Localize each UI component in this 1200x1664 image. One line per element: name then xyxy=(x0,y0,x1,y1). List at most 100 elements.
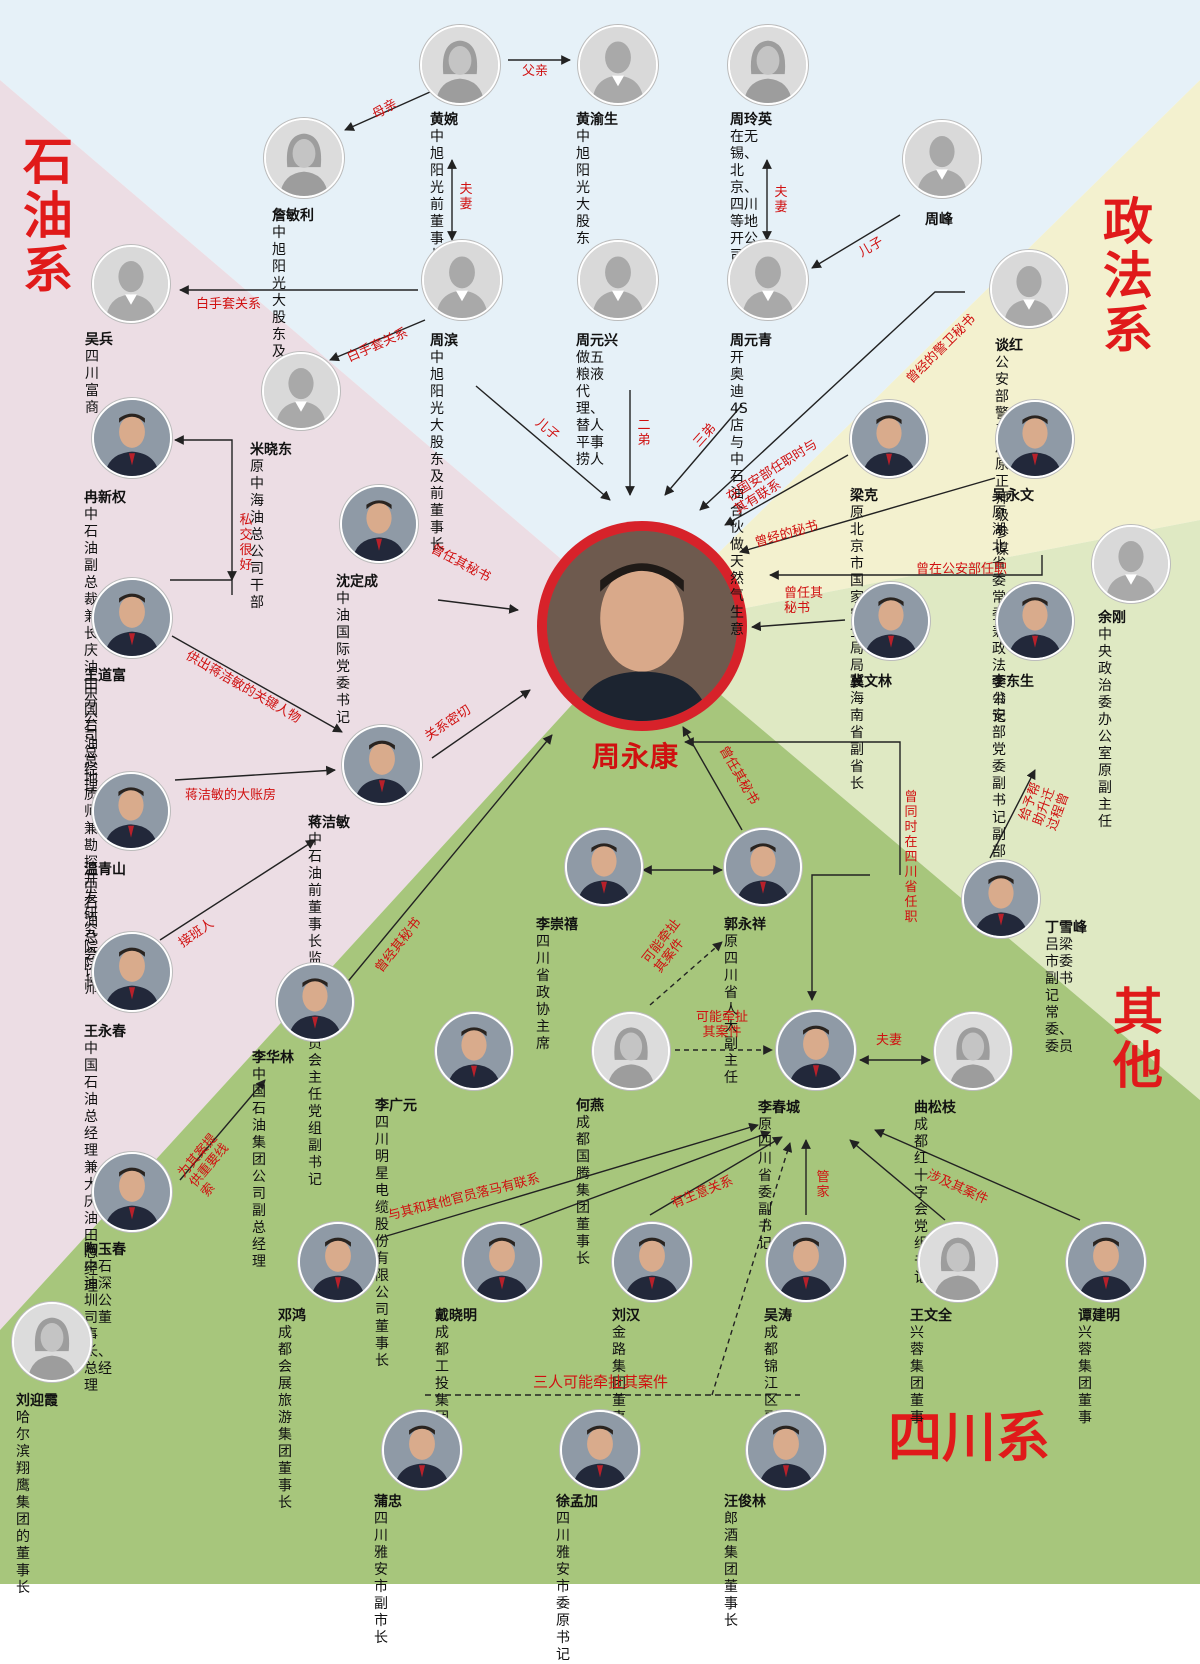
rel-accountant: 蒋洁敏的大账房 xyxy=(185,788,277,803)
faction-label-petroleum: 石油系 xyxy=(23,132,73,299)
portrait-photo xyxy=(996,582,1074,660)
person-name: 蒲忠 xyxy=(374,1494,402,1510)
person-name: 谈红 xyxy=(995,338,1023,354)
person-name: 汪俊林 xyxy=(724,1494,766,1510)
female-avatar-icon xyxy=(728,25,808,105)
male-avatar-icon xyxy=(990,250,1068,328)
portrait-photo xyxy=(340,485,418,563)
person-description: 在无锡、北京、四川 等地开公司 xyxy=(730,129,758,264)
person-name: 冉新权 xyxy=(84,490,126,506)
person-name: 米晓东 xyxy=(250,442,292,458)
male-avatar-icon xyxy=(92,245,170,323)
portrait-photo xyxy=(565,828,643,906)
person-description: 吕梁市委副书记 常委、委员 xyxy=(1045,937,1073,1055)
other-region xyxy=(642,520,1200,1100)
person-description: 中国石油总地质 师兼勘探开发研 究院院长 xyxy=(84,685,98,990)
person-description: 原中海油总公司干部 xyxy=(250,459,264,611)
person-description: 哈尔滨翔鹰集团 的董事长 xyxy=(16,1410,30,1596)
person-name: 李春城 xyxy=(758,1100,800,1116)
female-avatar-icon xyxy=(264,118,344,198)
person-description: 四川雅安市副市长 xyxy=(374,1511,388,1646)
center-photo xyxy=(547,531,737,721)
politics-law-region xyxy=(642,80,1200,628)
female-avatar-icon xyxy=(934,1012,1012,1090)
rel-may-involve-li: 可能牵扯其案件 xyxy=(695,1010,748,1040)
person-name: 吴兵 xyxy=(85,332,113,348)
person-description: 海南省副省长 xyxy=(850,691,864,792)
female-avatar-icon xyxy=(918,1222,998,1302)
person-name: 吴涛 xyxy=(764,1308,792,1324)
person-name: 吴永文 xyxy=(992,488,1034,504)
person-name: 黄渝生 xyxy=(576,112,618,128)
person-name: 温青山 xyxy=(84,862,126,878)
portrait-photo xyxy=(560,1410,640,1490)
person-name: 李崇禧 xyxy=(536,917,578,933)
person-name: 王道富 xyxy=(84,668,126,684)
rel-father: 父亲 xyxy=(522,64,549,79)
person-description: 成都国腾集团董事长 xyxy=(576,1115,590,1267)
person-name: 曲松枝 xyxy=(914,1100,956,1116)
male-avatar-icon xyxy=(578,25,658,105)
person-description: 中旭阳光大股东 xyxy=(576,129,590,247)
person-name: 丁雪峰 xyxy=(1045,920,1087,936)
portrait-photo xyxy=(342,725,422,805)
female-avatar-icon xyxy=(420,25,500,105)
person-name: 李华林 xyxy=(252,1050,294,1066)
male-avatar-icon xyxy=(422,240,502,320)
person-name: 冀文林 xyxy=(850,674,892,690)
person-description: 中石油深圳公司董 事长、总经理 xyxy=(84,1259,112,1394)
portrait-photo xyxy=(92,932,172,1012)
portrait-photo xyxy=(776,1010,856,1090)
person-description: 中央政治委 办公室原副 主任 xyxy=(1098,627,1112,830)
rel-sichuan-together: 曾同时在四川省任职 xyxy=(904,790,918,925)
rel-three-people: 三人可能牵扯其案件 xyxy=(533,1373,669,1391)
person-name: 王永春 xyxy=(84,1024,126,1040)
rel-butler: 管家 xyxy=(816,1170,830,1200)
faction-label-politics-law: 政法系 xyxy=(1103,192,1153,359)
person-description: 四川富商 xyxy=(85,349,99,416)
male-avatar-icon xyxy=(578,240,658,320)
person-name: 郭永祥 xyxy=(724,917,766,933)
person-description: 四川省政协主席 xyxy=(536,934,550,1052)
person-description: 四川雅安市委原书记 xyxy=(556,1511,570,1663)
person-name: 谭建明 xyxy=(1078,1308,1120,1324)
person-name: 李东生 xyxy=(992,674,1034,690)
person-description: 中国石油集团公 司副总经理 xyxy=(252,1067,266,1270)
person-description: 四川明星电缆股份有限公司 董事长 xyxy=(375,1115,389,1369)
rel-close-friends: 私交很好 xyxy=(239,513,253,573)
portrait-photo xyxy=(92,578,172,658)
male-avatar-icon xyxy=(728,240,808,320)
female-avatar-icon xyxy=(12,1302,92,1382)
person-name: 刘汉 xyxy=(612,1308,640,1324)
portrait-photo xyxy=(746,1410,826,1490)
portrait-photo xyxy=(92,398,172,478)
person-name: 刘迎霞 xyxy=(16,1393,58,1409)
rel-public-security: 曾在公安部任职 xyxy=(916,562,1008,577)
center-name: 周永康 xyxy=(592,740,680,773)
person-name: 周玲英 xyxy=(730,112,772,128)
person-description: 原四川省委副书记 xyxy=(758,1117,772,1252)
rel-second-brother: 二弟 xyxy=(637,418,651,448)
female-avatar-icon xyxy=(592,1012,670,1090)
portrait-photo xyxy=(1066,1222,1146,1302)
person-name: 黄婉 xyxy=(430,112,458,128)
portrait-photo xyxy=(996,400,1074,478)
relation-arrows xyxy=(159,55,1081,1396)
person-name: 戴晓明 xyxy=(435,1308,477,1324)
portrait-photo xyxy=(850,400,928,478)
person-name: 周峰 xyxy=(925,212,953,228)
person-name: 邓鸿 xyxy=(278,1308,306,1324)
rel-couple-huang-zhou: 夫妻 xyxy=(459,182,473,212)
person-description: 开奥迪4S店与中 石油合伙做天然 气生意 xyxy=(730,350,748,638)
person-name: 周元青 xyxy=(730,333,772,349)
person-description: 公安部党委副书记 副部长 xyxy=(992,691,1006,877)
portrait-photo xyxy=(962,860,1040,938)
petroleum-region xyxy=(0,80,642,1330)
person-description: 中油国际党委书记 xyxy=(336,591,350,726)
person-name: 王文全 xyxy=(910,1308,952,1324)
male-avatar-icon xyxy=(903,120,981,198)
person-name: 沈定成 xyxy=(336,574,378,590)
portrait-photo xyxy=(766,1222,846,1302)
portrait-photo xyxy=(298,1222,378,1302)
portrait-photo xyxy=(92,772,170,850)
